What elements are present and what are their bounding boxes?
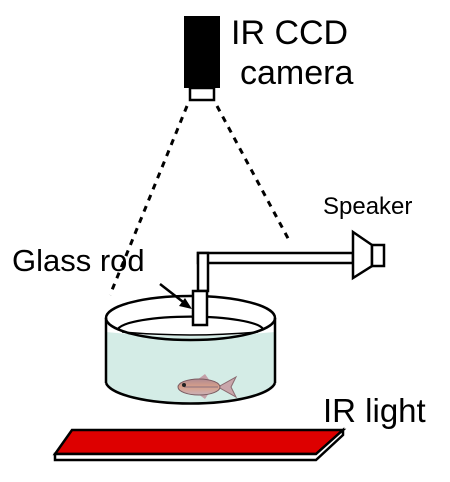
fish-tail	[216, 375, 238, 399]
water	[106, 332, 275, 404]
camera-lens	[188, 86, 216, 102]
ir-light-label: IR light	[323, 392, 426, 429]
camera-view-left	[108, 105, 189, 296]
fish-eye	[182, 383, 186, 387]
dish-bottom	[104, 382, 277, 405]
camera-view-right	[215, 105, 292, 243]
glass-rod-arrowhead	[179, 298, 192, 309]
ir-light-plate	[52, 428, 347, 456]
water-surface	[121, 331, 259, 336]
glass-rod-label: Glass rod	[12, 243, 145, 278]
speaker-label: Speaker	[323, 193, 413, 220]
camera-body	[184, 16, 220, 88]
dish-rim-inner	[117, 315, 264, 330]
ir-light-plate-edge	[53, 427, 345, 462]
speaker-cone	[351, 229, 374, 281]
speaker-magnet	[370, 243, 386, 268]
fish	[177, 374, 238, 399]
camera-label-line1: IR CCD	[231, 14, 349, 52]
glass-rod	[191, 289, 209, 327]
speaker-rod-horizontal	[196, 251, 355, 265]
camera-label-line2: camera	[240, 54, 354, 92]
dish-rim-outer	[104, 294, 277, 342]
speaker-rod-vertical	[196, 251, 210, 293]
